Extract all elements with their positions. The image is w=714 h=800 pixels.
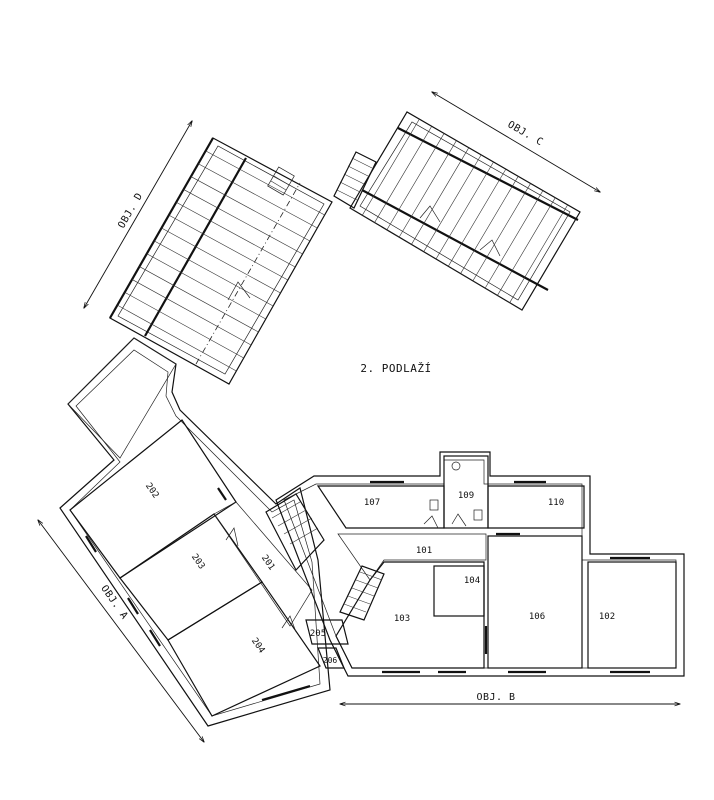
room-206 [317,647,345,669]
building-c-stair [333,151,377,209]
roof-rafter-line [183,189,303,255]
roof-rafter-line [131,279,252,346]
room-103 [335,561,485,669]
roof-rafter-line [161,227,281,294]
room-label-202: 202 [143,481,161,500]
roof-rafter-line [117,304,237,372]
roof-rafter-line [509,204,568,303]
stair-b [339,565,385,621]
roof-rafter-line [497,197,556,296]
roof-rafter-line [362,118,420,216]
room-label-101: 101 [416,546,432,556]
room-label-201: 201 [259,553,277,572]
building-c-mark-1 [419,205,441,223]
room-label-106: 106 [529,612,545,622]
label-obj-c: OBJ. C [506,119,545,148]
roof-rafter-line [190,176,311,242]
dimension-obj-a: OBJ. A [38,520,204,742]
door-swing-201 [225,527,239,547]
room-label-104: 104 [464,576,480,586]
building-d [109,137,333,385]
label-obj-d: OBJ. D [116,191,145,230]
dimension-obj-b: OBJ. B [340,692,680,704]
building-a-windows [85,487,311,702]
roof-rafter-line [198,163,318,229]
roof-rafter-line [139,266,259,333]
building-c-outline [349,111,581,311]
corridor-101 [337,533,487,581]
building-a-inner-wall [69,349,321,717]
floor-label: 2. PODLAŽÍ [360,362,431,375]
room-102 [587,561,677,669]
vestibule [67,337,177,459]
roof-rafter-line [205,150,325,216]
roof-rafter-line [146,253,266,320]
roof-rafter-line [472,183,531,282]
room-label-205: 205 [310,629,326,639]
roof-rafter-line [374,126,432,223]
building-a: 202 203 204 201 [59,337,331,727]
roof-rafter-line [176,202,296,268]
room-106 [487,535,583,669]
roof-rafter-line [124,292,244,359]
building-c-mark-2 [479,239,501,257]
corridor-201 [213,501,313,627]
room-label-103: 103 [394,614,410,624]
room-label-204: 204 [249,636,267,655]
room-110 [487,485,585,529]
building-b: 107 109 110 101 103 104 106 102 205 206 [275,451,685,677]
roof-rafter-line [153,240,274,307]
roof-rafter-line [484,190,544,289]
building-d-outline [109,137,333,385]
room-203 [119,513,263,641]
roof-rafter-line [423,154,482,252]
building-b-outer-wall [275,451,685,677]
building-d-roof-hatching [117,150,325,372]
building-d-stair [267,166,295,196]
room-104 [433,565,485,617]
room-label-110: 110 [548,498,564,508]
room-205 [305,619,349,645]
building-d-ridge-mark [227,281,251,301]
label-obj-b: OBJ. B [476,692,515,703]
door-swing-204 [281,615,297,633]
building-b-windows [370,480,650,674]
room-label-203: 203 [189,552,207,571]
roof-rafter-line [398,140,457,238]
room-204 [167,581,321,717]
roof-rafter-line [168,214,289,281]
building-b-inner-wall [283,459,677,669]
room-label-206: 206 [323,656,338,665]
sanitary-fixtures [423,461,483,529]
dimension-obj-c: OBJ. C [432,92,600,192]
stair-a [265,493,325,572]
roof-rafter-line [411,147,470,245]
label-obj-a: OBJ. A [98,583,129,621]
building-a-outer-wall [59,337,331,727]
room-label-102: 102 [599,612,615,622]
room-107 [316,485,445,529]
room-label-107: 107 [364,498,380,508]
room-label-109: 109 [458,491,474,501]
